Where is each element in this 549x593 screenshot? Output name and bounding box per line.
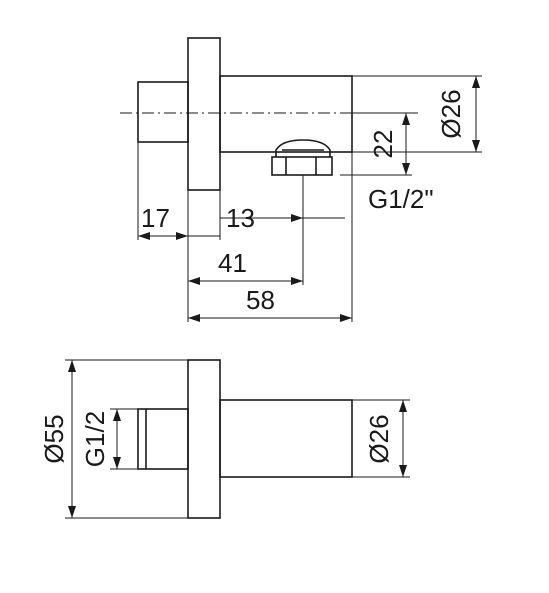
dim-total-length-label: 58 xyxy=(246,285,275,315)
dim-thread-inlet: G1/2 xyxy=(80,408,138,470)
cylinder-body xyxy=(219,75,353,153)
side-view: Ø55 G1/2 Ø26 xyxy=(39,359,410,519)
wall-flange xyxy=(187,37,221,191)
inlet-thread-stub xyxy=(137,81,189,143)
dim-inlet-length: 17 xyxy=(138,203,188,240)
dim-outlet-height-label: 22 xyxy=(368,130,398,159)
outlet-nipple xyxy=(271,139,333,176)
dim-thread-outlet-label: G1/2" xyxy=(368,184,434,214)
dim-flange-diameter-label: Ø55 xyxy=(39,414,69,463)
dim-outlet-position: 41 xyxy=(188,248,303,285)
dim-total-length: 58 xyxy=(188,285,352,322)
dim-diameter-body-top: Ø26 xyxy=(352,75,482,153)
dim-diameter-body-top-label: Ø26 xyxy=(436,89,466,138)
wall-flange-side xyxy=(187,359,221,519)
dim-flange-diameter: Ø55 xyxy=(39,359,188,519)
dim-flange-to-outlet: 13 xyxy=(188,203,345,237)
dim-outlet-height: 22 xyxy=(340,112,412,176)
dim-outlet-position-label: 41 xyxy=(218,248,247,278)
dim-diameter-body-side-label: Ø26 xyxy=(364,414,394,463)
dim-flange-to-outlet-label: 13 xyxy=(226,203,255,233)
dim-diameter-body-side: Ø26 xyxy=(352,399,410,478)
top-view: Ø26 22 G1/2" 17 xyxy=(120,37,482,322)
cylinder-body-side xyxy=(219,399,353,478)
dim-thread-inlet-label: G1/2 xyxy=(80,411,110,467)
dim-inlet-length-label: 17 xyxy=(141,203,170,233)
